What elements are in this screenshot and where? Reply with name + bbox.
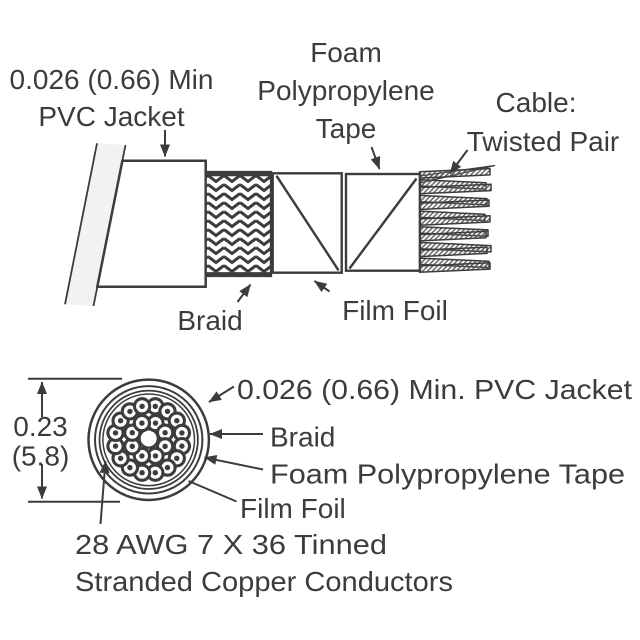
pvc-jacket-section [95,159,207,288]
conductor-core [127,464,133,471]
foam-tape-label-line1: Foam [310,37,382,68]
center-filler [138,428,160,449]
conductor-core [179,443,185,449]
conductor-core [152,453,159,459]
cs-foam-tape-leader [204,455,264,471]
twisted-strand [418,167,491,179]
conductor-core [139,470,145,476]
cross-section-view: 0.23 (5.8) 0.026 (0.66) Min. PVC Jacket … [12,374,633,597]
cutaway-film-foil-label: Film Foil [342,295,448,326]
twisted-strand [418,246,488,258]
cs-jacket-leader [208,385,235,403]
diameter-inches: 0.23 [13,411,68,442]
cutaway-braid-label: Braid [177,305,242,336]
tape-wrap-seam-right [348,177,418,270]
twisted-strand [418,214,491,226]
cable-label-line2: Twisted Pair [467,126,620,157]
conductor-core [117,418,124,424]
conductor-core [117,455,124,461]
braid-arrow [236,283,252,303]
cs-conductor-leader [99,460,110,525]
conductor-core [112,443,119,449]
twisted-pair-bundle [418,164,496,274]
twisted-strand [418,230,487,242]
conductor-core [152,470,158,476]
conductor-core [152,420,159,426]
conductor-core [174,418,180,424]
conductor-core [112,430,119,436]
cs-jacket-label: 0.026 (0.66) Min. PVC Jacket [237,374,632,405]
conductor-core [164,464,171,471]
twisted-strand [418,183,492,195]
conductor-core [162,430,168,436]
cs-foam-tape-label: Foam Polypropylene Tape [270,459,625,490]
cable-cut-strip [65,143,126,306]
cut-strip-left-edge [64,143,98,305]
conductor-label-line2: Stranded Copper Conductors [75,566,453,597]
conductor-core [129,430,135,436]
braid-section [204,170,273,278]
film-foil-arrow [313,280,331,293]
braid-ring [94,385,204,495]
conductor-core [127,408,133,415]
tape-wrap-seam-left [275,175,340,271]
diameter-mm: (5.8) [12,441,70,472]
foam-tape-ring [98,389,199,490]
conductor-core [162,443,168,449]
twisted-pair-arrow [449,149,469,175]
conductor-circles [106,397,192,482]
conductor-core [139,403,145,409]
conductor-core [164,408,171,415]
diameter-dimension: 0.23 (5.8) [12,377,122,503]
conductor-core [129,443,135,449]
conductor-core [152,403,158,409]
conductor-core [179,430,185,436]
foam-tape-label-line2: Polypropylene [257,75,434,106]
foam-tape-label-line3: Tape [316,113,377,144]
cutaway-view: 0.026 (0.66) Min PVC Jacket Foam Polypro… [10,37,620,336]
twisted-strand [418,262,491,274]
foam-tape-arrow [370,146,381,170]
conductor-label-line1: 28 AWG 7 X 36 Tinned [75,529,387,560]
cutaway-jacket-label-line1: 0.026 (0.66) Min [10,64,214,95]
conductor-core [139,420,145,426]
film-foil-ring [102,393,196,487]
cs-braid-label: Braid [270,422,335,453]
cable-label-line1: Cable: [496,87,577,118]
conductor-core [174,455,180,461]
cs-film-foil-leader [188,480,237,503]
conductor-core [139,453,145,459]
cs-film-foil-label: Film Foil [240,493,346,524]
twisted-strand [418,199,490,211]
cutaway-jacket-label-line2: PVC Jacket [38,101,184,132]
